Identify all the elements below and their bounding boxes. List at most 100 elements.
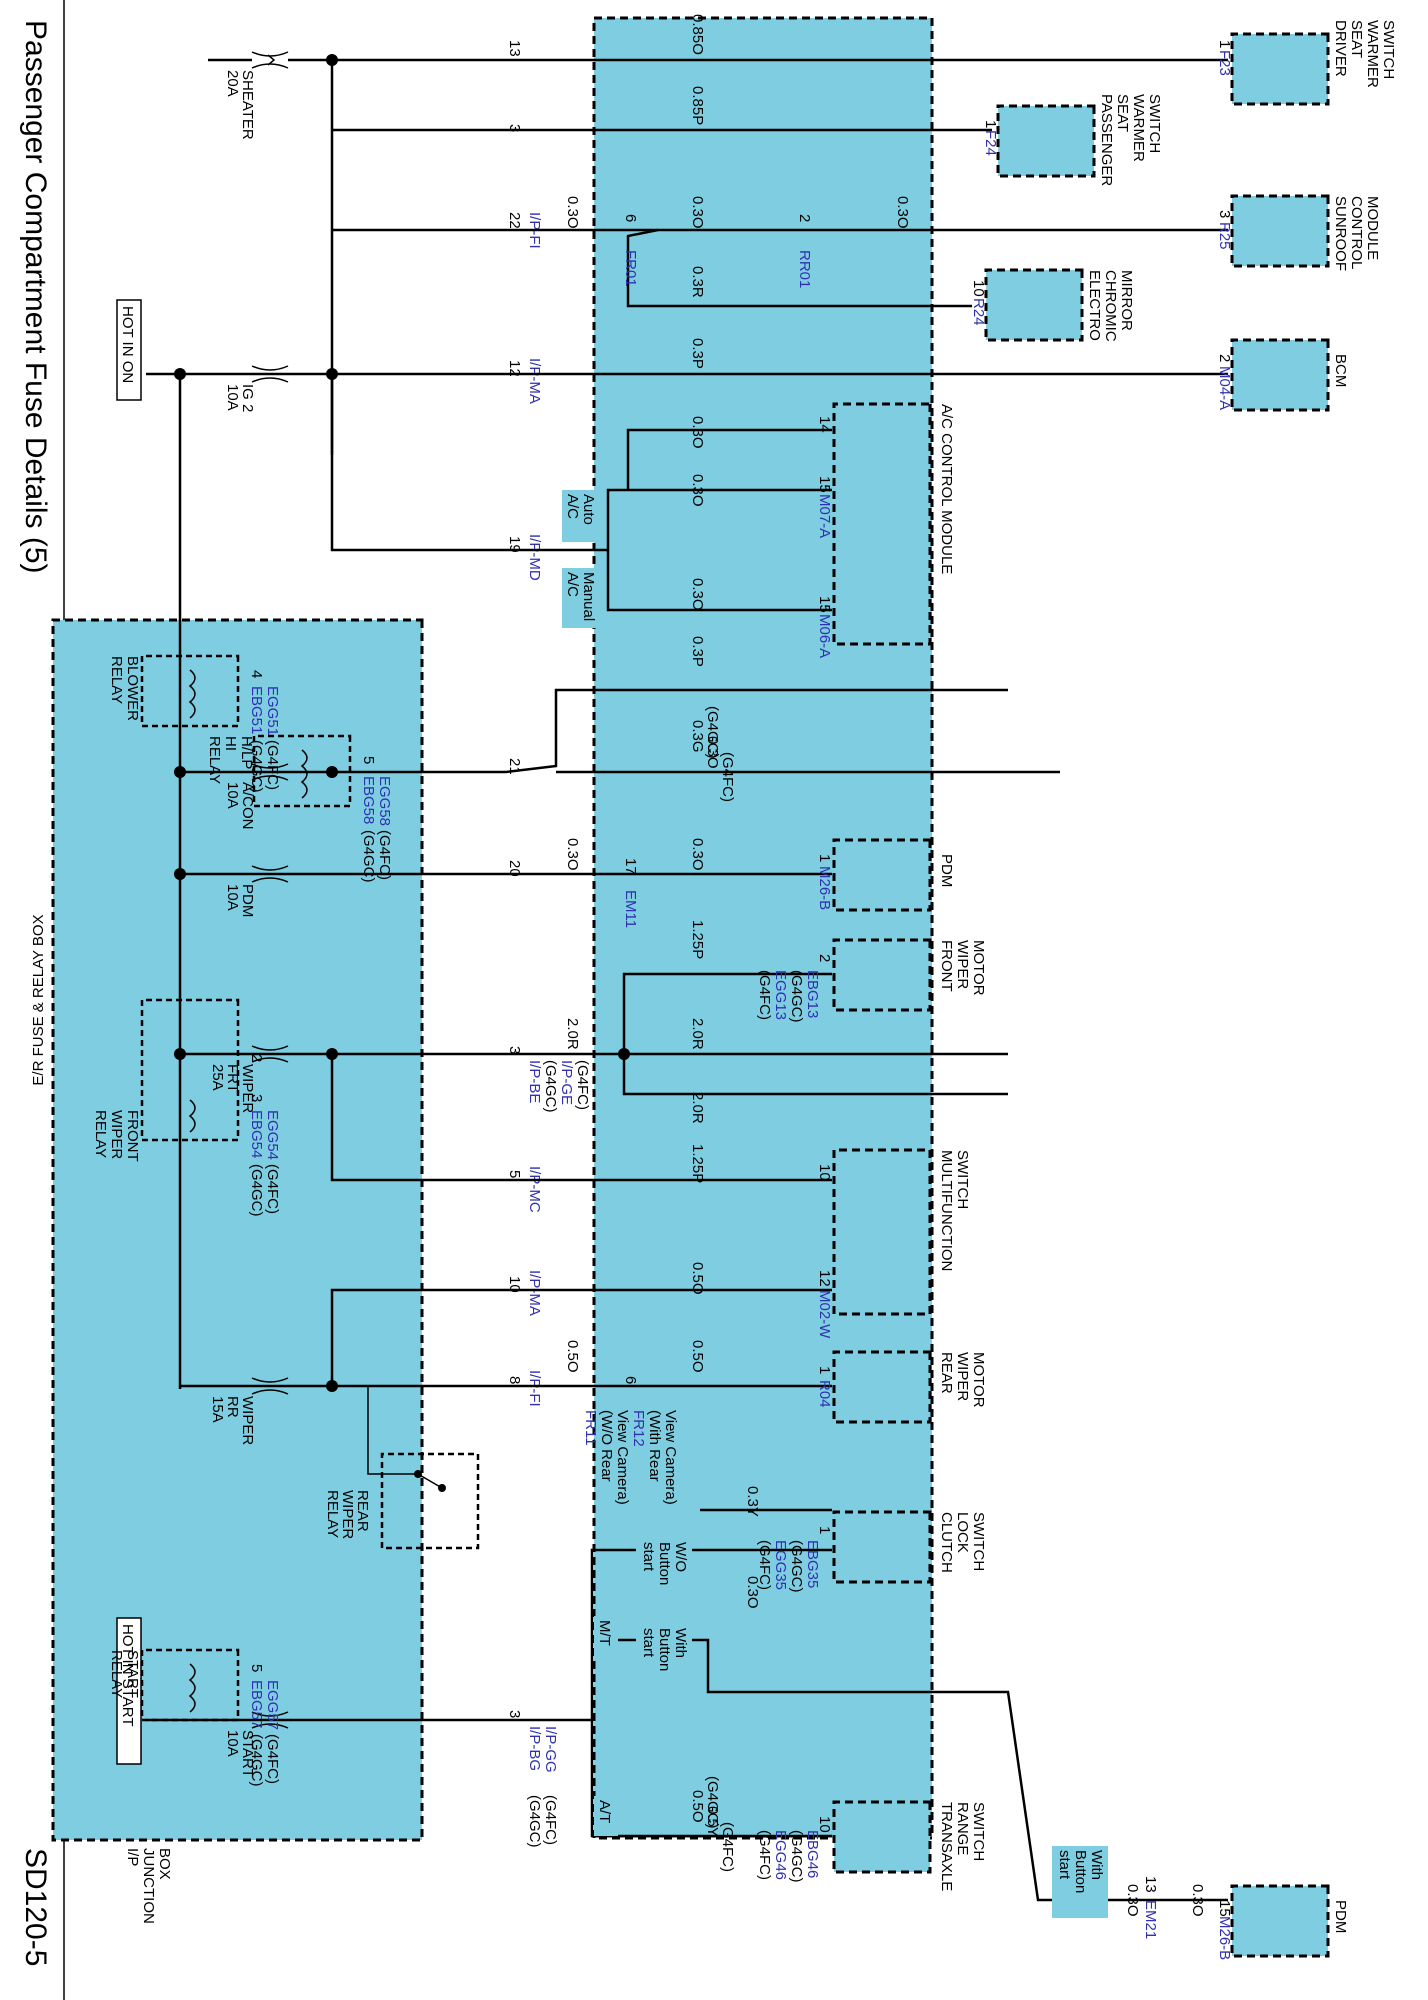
svg-text:FR12: FR12 [630,1410,647,1447]
sheater-branches [332,58,506,132]
svg-text:M06-A: M06-A [816,614,833,658]
svg-text:10: 10 [816,1816,833,1833]
svg-text:WIPER: WIPER [108,1110,125,1159]
svg-text:8: 8 [506,1376,523,1384]
wire-acon [505,688,1060,774]
svg-text:6: 6 [622,1376,639,1384]
svg-text:WIPER: WIPER [954,940,971,989]
svg-text:I/P-MD: I/P-MD [526,534,543,581]
svg-text:Auto: Auto [580,494,597,525]
svg-text:I/P-MA: I/P-MA [526,1270,543,1316]
svg-text:0.5O: 0.5O [689,1340,706,1373]
svg-text:EBG13: EBG13 [804,970,821,1018]
svg-text:RELAY: RELAY [206,736,223,784]
svg-text:15: 15 [816,476,833,493]
svg-text:A/C: A/C [564,494,581,519]
svg-text:0.3O: 0.3O [744,1576,761,1609]
svg-text:With: With [672,1628,689,1658]
svg-text:(G4FC): (G4FC) [719,1822,736,1872]
ip-junction-box-label-3: BOX [156,1848,173,1880]
svg-text:13: 13 [506,40,523,57]
svg-text:0.5O: 0.5O [689,1262,706,1295]
svg-text:(G4FC): (G4FC) [264,1164,281,1214]
svg-text:4: 4 [248,670,265,678]
svg-text:RR01: RR01 [796,250,813,288]
svg-text:PDM: PDM [239,884,256,917]
svg-text:RR: RR [224,1396,241,1418]
svg-text:I/P-GE: I/P-GE [558,1060,575,1105]
svg-text:I/P-MA: I/P-MA [526,358,543,404]
svg-text:PDM: PDM [938,854,955,887]
svg-text:EBG35: EBG35 [804,1540,821,1588]
svg-text:0.3O: 0.3O [689,474,706,507]
svg-text:start: start [640,1628,657,1658]
svg-text:20A: 20A [224,70,241,97]
svg-text:(G4FC): (G4FC) [574,1060,591,1110]
svg-text:BLOWER: BLOWER [124,656,141,721]
svg-text:Button: Button [656,1628,673,1671]
svg-text:2.0R: 2.0R [689,1018,706,1050]
svg-text:2: 2 [248,1054,265,1062]
svg-text:2.0R: 2.0R [689,1092,706,1124]
svg-text:CHROMIC: CHROMIC [1102,270,1119,342]
svg-text:10A: 10A [224,1730,241,1757]
svg-text:(G4GC): (G4GC) [704,706,721,759]
junction-dot [174,766,186,778]
svg-text:I/P-MC: I/P-MC [526,1166,543,1213]
relay-contact [438,1484,446,1492]
svg-text:3: 3 [248,1094,265,1102]
svg-text:A/C: A/C [564,572,581,597]
wire-labels: 0.85O 0.85P 0.3O 0.3O 0.3O 0.3R 0.3P 0.3… [564,14,1206,1917]
svg-text:5: 5 [506,1170,523,1178]
fuse-out-19 [330,374,506,552]
svg-text:0.85O: 0.85O [689,14,706,55]
svg-text:I/P-GG: I/P-GG [542,1726,559,1773]
svg-text:1: 1 [816,1526,833,1534]
svg-text:(G4FC): (G4FC) [756,970,773,1020]
svg-text:I/P-BE: I/P-BE [526,1060,543,1103]
svg-text:(G4GC): (G4GC) [788,1540,805,1593]
svg-text:RELAY: RELAY [108,1650,125,1698]
svg-text:(G4GC): (G4GC) [248,740,265,793]
svg-text:1: 1 [982,120,999,128]
svg-text:3: 3 [506,1046,523,1054]
svg-text:REAR: REAR [938,1352,955,1394]
er-fuse-relay-box [51,618,424,1842]
junction-dot [174,1048,186,1060]
svg-text:M/T: M/T [596,1620,613,1646]
svg-text:(G4FC): (G4FC) [719,752,736,802]
svg-text:(G4GC): (G4GC) [248,1164,265,1217]
svg-text:25A: 25A [209,1064,226,1091]
svg-text:(G4GC): (G4GC) [248,1734,265,1787]
svg-text:TRANSAXLE: TRANSAXLE [938,1802,955,1891]
svg-text:10A: 10A [224,384,241,411]
svg-text:(G4GC): (G4GC) [788,970,805,1023]
svg-text:1: 1 [816,1366,833,1374]
svg-text:15: 15 [1216,1900,1233,1917]
svg-text:(G4GC): (G4GC) [704,1776,721,1829]
svg-text:EBG57: EBG57 [248,1680,265,1728]
svg-text:R04: R04 [816,1380,833,1408]
ip-pins: 13 3 22 12 19 21 20 3 5 10 8 3 [506,40,523,1718]
svg-text:0.5Y: 0.5Y [704,1806,721,1837]
fuse-out-5 [330,1054,506,1182]
svg-text:I/P-FI: I/P-FI [526,1370,543,1407]
svg-text:MOTOR: MOTOR [970,940,987,996]
svg-text:0.3O: 0.3O [1189,1884,1206,1917]
svg-text:10A: 10A [224,782,241,809]
svg-text:M26-B: M26-B [1216,1916,1233,1960]
svg-text:0.3Y: 0.3Y [744,1486,761,1517]
svg-text:14: 14 [816,416,833,433]
svg-text:0.3G: 0.3G [689,720,706,753]
svg-text:0.3O: 0.3O [1124,1884,1141,1917]
